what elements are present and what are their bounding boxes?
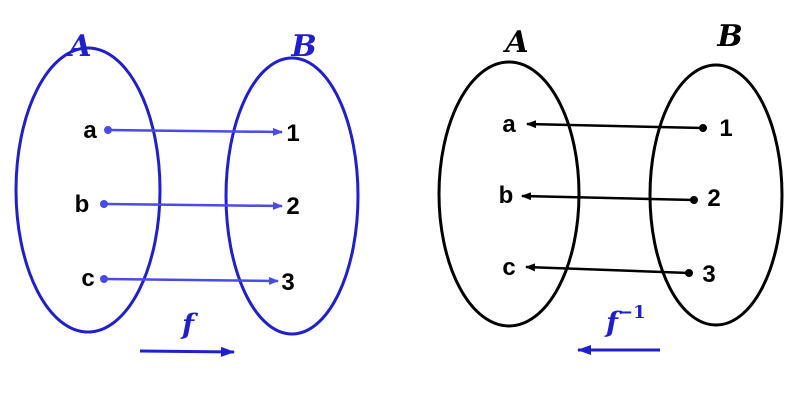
mapping-arrow-c-to-3: [103, 276, 279, 285]
function-f-inverse-label: f−1: [604, 302, 646, 339]
set-b-ellipse-inverse: [648, 63, 784, 327]
set-a-label: A: [65, 29, 91, 64]
set-a-label-inverse: A: [502, 25, 528, 60]
set-a-ellipse: [14, 46, 162, 334]
element-2-label-inverse: 2: [707, 185, 720, 212]
forward-function-diagram: A B a b c 1 2 3 f: [14, 29, 360, 357]
mapping-arrow-3-to-c: [525, 263, 690, 275]
element-c-label-inverse: c: [502, 254, 515, 281]
element-2-label: 2: [286, 193, 299, 220]
set-b-label: B: [290, 29, 316, 64]
element-3-label-inverse: 3: [702, 261, 715, 288]
set-b-ellipse: [224, 56, 360, 336]
element-a-label: a: [83, 117, 97, 144]
function-f-inverse-superscript: −1: [618, 302, 646, 323]
element-b-label: b: [75, 191, 90, 218]
element-b-label-inverse: b: [499, 182, 514, 209]
mapping-arrow-2-to-b: [521, 192, 695, 202]
element-1-label: 1: [286, 120, 299, 147]
set-b-label-inverse: B: [716, 19, 742, 54]
element-c-label: c: [81, 265, 94, 292]
function-f-label: f: [180, 308, 199, 341]
inverse-function-diagram: A B a b c 1 2 3 f−1: [437, 19, 784, 355]
element-a-label-inverse: a: [502, 111, 516, 138]
set-a-ellipse-inverse: [437, 60, 581, 328]
mapping-arrow-1-to-a: [526, 120, 704, 130]
mapping-arrow-a-to-1: [107, 127, 283, 136]
element-3-label: 3: [281, 269, 294, 296]
element-1-label-inverse: 1: [719, 115, 732, 142]
direction-arrow-right: [139, 346, 235, 357]
mapping-arrow-b-to-2: [103, 201, 283, 210]
